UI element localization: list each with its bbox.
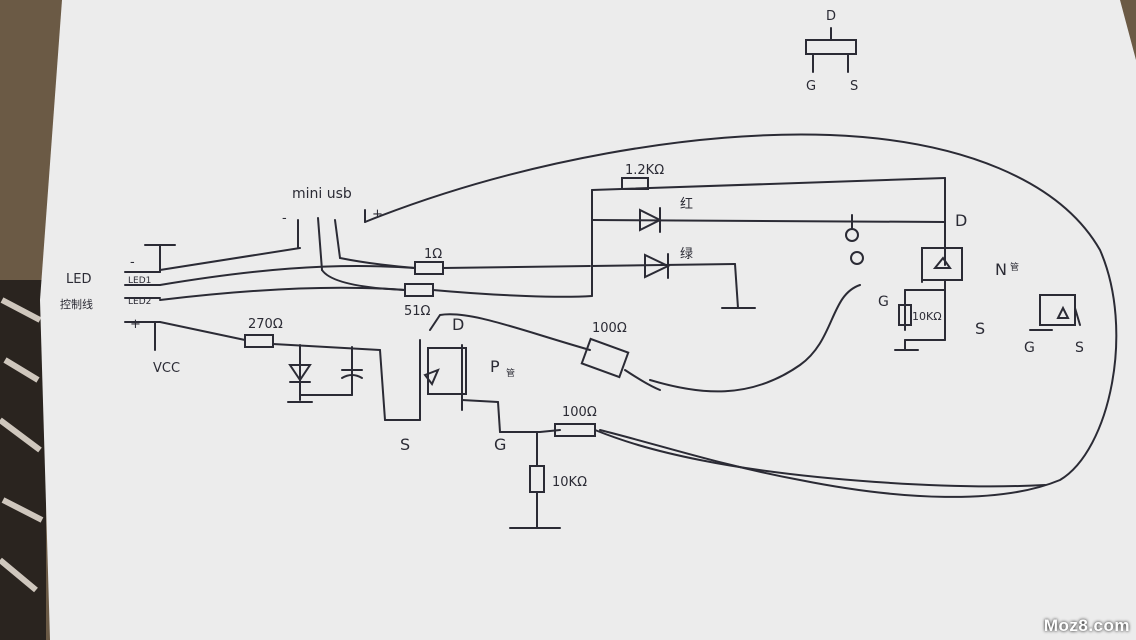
mosfet-n — [894, 244, 963, 351]
label-n-g: G — [878, 294, 889, 310]
label-n-sub: 管 — [1010, 261, 1019, 273]
label-p-g: G — [494, 435, 506, 454]
usb-pin-3 — [334, 219, 341, 259]
label-n-r10k: 10KΩ — [912, 310, 942, 323]
fabric-left — [0, 280, 46, 640]
wire-green-led — [591, 263, 736, 267]
wire-vcc-to-p-source — [379, 349, 386, 421]
label-left-led2: LED2 — [128, 297, 151, 307]
label-p: P — [490, 357, 500, 376]
resistor-1k2 — [621, 177, 649, 190]
label-usb-minus: - — [282, 211, 287, 226]
wire-270-right — [272, 343, 381, 351]
mosfet-p — [419, 313, 591, 433]
led-red-symbol — [639, 207, 663, 233]
mosfet-n-reference — [1029, 294, 1081, 331]
wire-minus — [159, 247, 301, 271]
paper-sheet — [40, 0, 1136, 640]
label-r270: 270Ω — [248, 317, 283, 332]
zener-and-cap — [287, 344, 363, 403]
wire-100-low-out — [594, 429, 1046, 488]
label-n-s: S — [975, 319, 985, 338]
wire-led1 — [159, 264, 416, 286]
wire-loop-outer — [364, 133, 1118, 498]
wire-100-mid-out — [624, 369, 661, 391]
wire-usb-to-r2 — [321, 269, 406, 291]
label-usb-plus: + — [372, 207, 383, 222]
wire-red-led — [591, 219, 946, 223]
label-left-terminal: 控制线 — [60, 297, 93, 311]
wire-gate-n — [649, 284, 861, 393]
label-left-plus: + — [130, 317, 141, 332]
wire-usb-to-r1 — [339, 257, 416, 269]
label-n-ref-g: G — [1024, 340, 1035, 356]
label-p-s: S — [400, 435, 410, 454]
mosfet-reference-top — [805, 27, 857, 73]
ref-label-d: D — [826, 9, 836, 24]
label-left-led: LED — [66, 272, 91, 287]
label-r2: 51Ω — [404, 304, 431, 319]
label-left-led1: LED1 — [128, 276, 151, 286]
ref-label-g: G — [806, 79, 816, 94]
label-r100-mid: 100Ω — [592, 321, 627, 336]
label-led-green: 绿 — [680, 247, 693, 262]
label-mini-usb: mini usb — [292, 186, 352, 202]
resistor-270 — [244, 334, 274, 348]
label-r-top: 1.2KΩ — [625, 163, 664, 178]
usb-pin-2 — [317, 217, 323, 271]
wire-top-rail — [591, 177, 946, 191]
wire-r2-right — [432, 289, 593, 298]
label-led-red: 红 — [680, 196, 693, 212]
label-r100-low: 100Ω — [562, 405, 597, 420]
label-vcc: VCC — [153, 361, 180, 376]
circle-mark-2 — [850, 251, 864, 265]
label-n-d: D — [955, 211, 967, 230]
wire-gnd-drop — [734, 263, 739, 309]
label-p-sub: 管 — [506, 367, 515, 379]
label-n-ref-s: S — [1075, 340, 1084, 356]
label-r10k-low: 10KΩ — [552, 475, 587, 490]
led-green-symbol — [644, 253, 671, 279]
label-left-minus: - — [130, 255, 135, 270]
watermark: Moz8.com — [1043, 616, 1130, 635]
terminal-left — [124, 244, 176, 351]
wire-vcc — [159, 321, 246, 341]
label-p-d: D — [452, 315, 464, 334]
label-r1: 1Ω — [424, 247, 442, 262]
ref-label-s: S — [850, 79, 858, 94]
resistor-100-mid — [580, 337, 630, 379]
wire-r1-right — [442, 265, 591, 269]
wire-p-gate — [499, 429, 561, 433]
label-n: N — [995, 260, 1007, 279]
fabric-pattern — [0, 297, 44, 593]
